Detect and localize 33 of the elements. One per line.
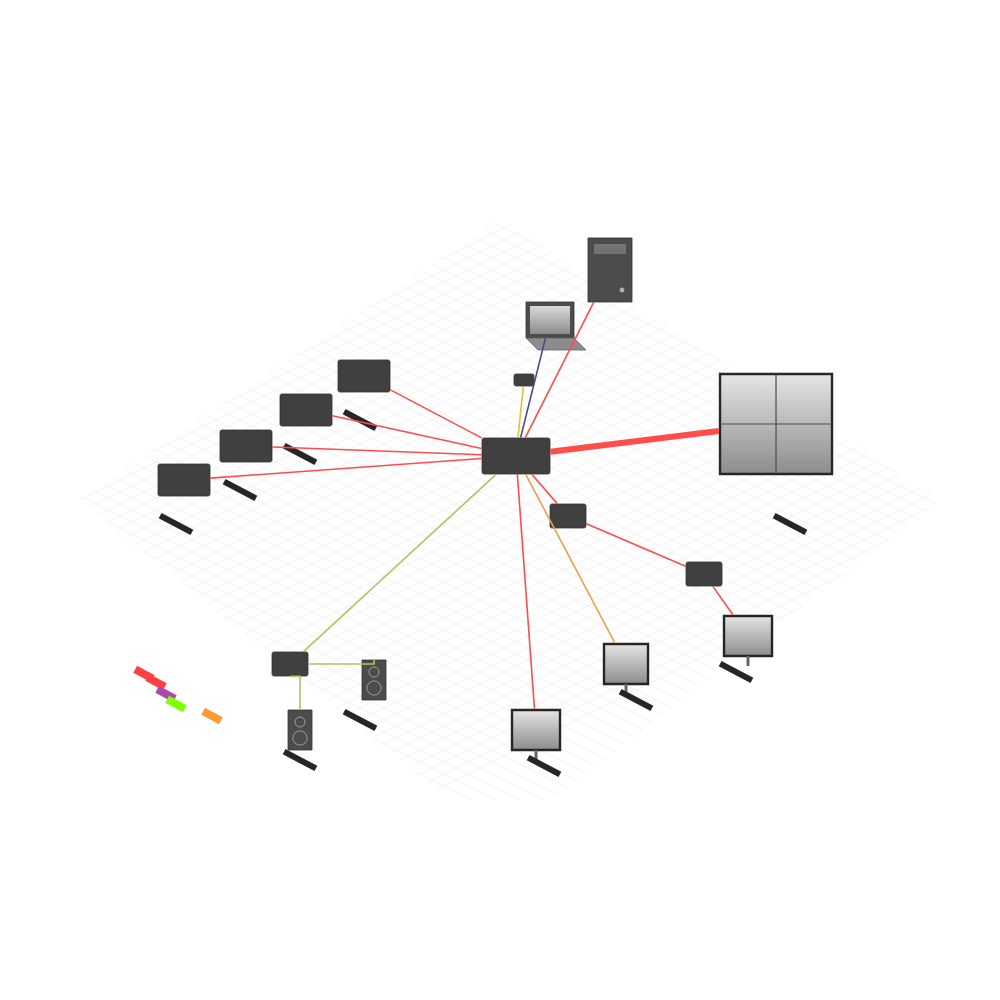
cable (209, 457, 483, 479)
adapter-drawing (513, 373, 535, 387)
device-drawing (219, 429, 273, 463)
speaker-drawing (287, 709, 313, 751)
cable (289, 675, 301, 711)
cable (712, 585, 734, 616)
cable (307, 658, 375, 665)
cable (302, 473, 497, 653)
cable (550, 428, 720, 455)
computer-tower-drawing (587, 237, 633, 303)
switch-drawing (481, 437, 551, 475)
cable (524, 473, 616, 644)
cable (517, 385, 525, 439)
cable (519, 337, 547, 439)
cable (331, 414, 483, 450)
monitor-drawing (510, 708, 562, 760)
cable (524, 301, 595, 439)
device-drawing (685, 561, 723, 587)
speaker-drawing (361, 659, 387, 701)
device-drawing (279, 393, 333, 427)
cable (271, 446, 483, 456)
cable (516, 473, 536, 710)
device-drawing (337, 359, 391, 393)
cable (389, 389, 483, 439)
device-drawing (271, 651, 309, 677)
device-drawing (157, 463, 211, 497)
monitor-drawing (602, 642, 650, 694)
laptop-drawing (525, 301, 587, 351)
video-wall-drawing (718, 372, 834, 476)
cable (531, 473, 559, 505)
monitor-drawing (722, 614, 774, 666)
cable (585, 523, 687, 567)
device-drawing (549, 503, 587, 529)
